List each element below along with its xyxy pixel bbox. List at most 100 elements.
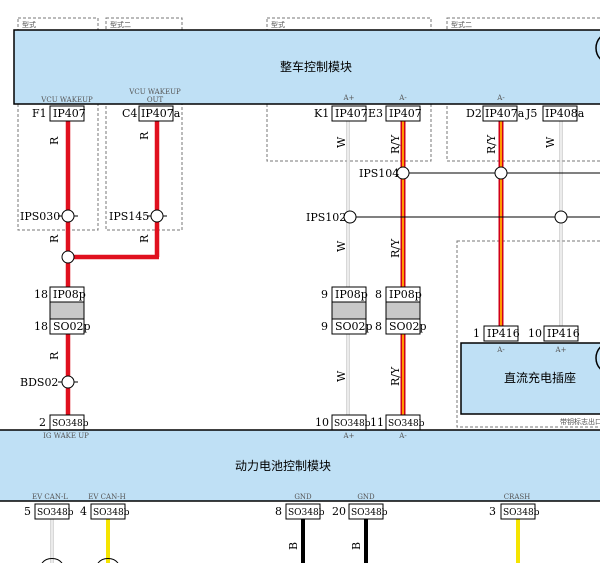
pin-number: J5 <box>525 107 537 120</box>
charge-pin-1: 1 IP416 <box>473 325 520 342</box>
connector-box <box>483 325 519 342</box>
splice-ips104-e3 <box>396 166 410 180</box>
pin-number: 18 <box>34 320 48 333</box>
connector-id: IP407a <box>485 107 525 120</box>
wire-color-r2: R <box>48 234 61 243</box>
vcu-wakeup-label: VCU WAKEUP <box>40 96 93 104</box>
connector-id: SO348b <box>93 508 130 518</box>
pin-number: 8 <box>375 320 382 333</box>
connector-id: IP08p <box>389 288 422 301</box>
vehicle-control-module-label: 整车控制模块 <box>280 59 352 74</box>
pin-number: E3 <box>368 107 383 120</box>
pin-number: 18 <box>34 288 48 301</box>
connector-id: SO02p <box>335 320 373 333</box>
connector-mate <box>385 301 421 320</box>
splice-bds02 <box>61 375 75 389</box>
connector-id: IP08p <box>335 288 368 301</box>
wire-color-w1: W <box>335 136 348 148</box>
option-box-3-tag: 型式 <box>271 20 285 29</box>
connector-box <box>285 503 321 520</box>
connector-box <box>385 318 421 335</box>
connector-id: SO348b <box>351 508 388 518</box>
option-box-2 <box>105 17 183 231</box>
splice-ips145 <box>150 209 164 223</box>
twisted-pair-icon-h <box>97 558 119 564</box>
socket-port-icon <box>595 346 600 370</box>
pin-number: 10 <box>528 327 542 340</box>
pin-number: 4 <box>80 505 87 518</box>
splice-ips102 <box>343 210 357 224</box>
pin-number: 1 <box>473 327 480 340</box>
wire-color-ry2: R/Y <box>389 238 402 258</box>
option-box-5-tag: 带钥标志出口 <box>560 417 600 426</box>
connector-id: SO02p <box>53 320 91 333</box>
connector-id: IP407a <box>141 107 181 120</box>
pin-number: 10 <box>315 416 329 429</box>
wire-color-w3: W <box>335 370 348 382</box>
vehicle-control-module <box>13 29 600 105</box>
top-pin-e3: E3 IP407 <box>368 105 422 122</box>
wire-color-r4: R <box>138 234 151 243</box>
inline-connector-ry: IP08p 8 SO02p 8 <box>375 286 427 335</box>
bms-pin-10: 10 SO348b <box>315 414 371 431</box>
pin-number: 8 <box>375 288 382 301</box>
vcu-wakeup-out-label-2: OUT <box>147 96 164 104</box>
pin-polarity-d2: A- <box>496 94 505 102</box>
bms-bottom-pin-8: 8 SO348b <box>275 503 325 520</box>
dc-charge-socket-label: 直流充电插座 <box>504 370 576 385</box>
pin-number: 5 <box>24 505 31 518</box>
bms-polarity-10: A+ <box>343 432 355 440</box>
connector-box <box>482 105 518 122</box>
wire-color-ry3: R/Y <box>389 366 402 386</box>
top-pin-k1: K1 IP407 <box>314 105 368 122</box>
inline-connector-red: IP08p 18 SO02p 18 <box>34 286 91 335</box>
splice-ips102-j5 <box>554 210 568 224</box>
connector-id: IP416 <box>547 327 580 340</box>
pin-number: 20 <box>332 505 346 518</box>
top-pin-d2: D2 IP407a <box>466 105 525 122</box>
ev-can-h-label: EV CAN-H <box>88 493 125 501</box>
pin-number: F1 <box>32 107 47 120</box>
connector-id: SO348b <box>288 508 325 518</box>
gnd-label-2: GND <box>357 493 375 501</box>
gnd-label-1: GND <box>294 493 312 501</box>
wire-color-r1: R <box>48 136 61 145</box>
connector-box <box>34 503 70 520</box>
connector-box <box>500 503 536 520</box>
ig-wakeup-label: IG WAKE UP <box>43 432 89 440</box>
connector-mate <box>331 301 367 320</box>
charge-pin-polarity-1: A- <box>496 346 505 354</box>
connector-id: IP408a <box>545 107 585 120</box>
splice-label-ips102: IPS102 <box>306 211 346 224</box>
top-pin-f1: F1 IP407 <box>32 105 86 122</box>
splice-label-ips145: IPS145 <box>109 210 149 223</box>
option-box-1 <box>17 17 99 231</box>
pin-number: 11 <box>370 416 384 429</box>
option-box-5 <box>456 240 600 428</box>
bms-bottom-pin-4: 4 SO348b <box>80 503 130 520</box>
wire-color-ry4: R/Y <box>485 134 498 154</box>
connector-box <box>138 105 174 122</box>
connector-box <box>385 105 421 122</box>
battery-control-module-label: 动力电池控制模块 <box>235 459 331 473</box>
connector-box <box>348 503 384 520</box>
option-box-1-tag: 型式 <box>22 20 36 29</box>
connector-id: SO348b <box>52 419 89 429</box>
connector-id: IP407 <box>389 107 422 120</box>
wire-color-ry1: R/Y <box>389 134 402 154</box>
ev-can-l-label: EV CAN-L <box>32 493 68 501</box>
bms-pin-11: 11 SO348b <box>370 414 425 431</box>
connector-id: SO348b <box>37 508 74 518</box>
inline-connector-white: IP08p 9 SO02p 9 <box>321 286 373 335</box>
connector-box <box>331 105 367 122</box>
connector-id: SO348b <box>503 508 540 518</box>
connector-id: IP407 <box>53 107 86 120</box>
option-box-4 <box>446 17 600 162</box>
connector-box <box>49 318 85 335</box>
top-pin-c4: C4 IP407a <box>122 105 181 122</box>
bms-polarity-11: A- <box>398 432 407 440</box>
bms-bottom-pin-5: 5 SO348b <box>24 503 74 520</box>
bms-bottom-pin-3: 3 SO348b <box>489 503 540 520</box>
connector-box <box>90 503 126 520</box>
pin-number: 9 <box>321 320 328 333</box>
